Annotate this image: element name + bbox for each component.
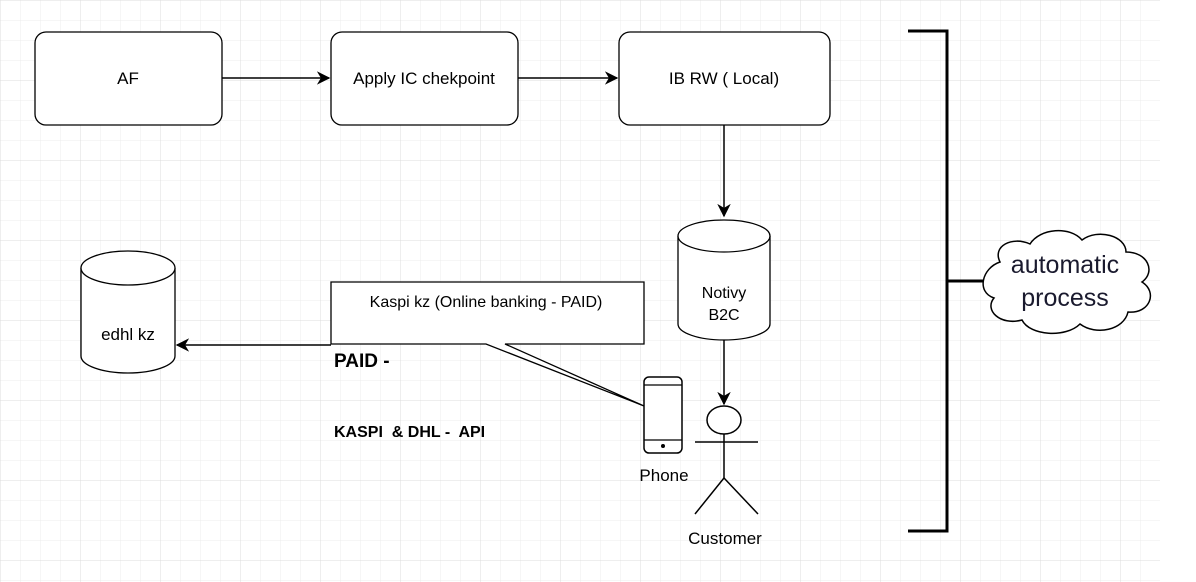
cloud-label-line1: automatic [1011, 251, 1119, 279]
notivy-label-line2: B2C [708, 307, 739, 324]
edhl-cylinder-body [80, 268, 176, 374]
node-edhl-kz[interactable]: edhl kz [80, 250, 176, 374]
automatic-process-cloud[interactable]: automatic process [982, 229, 1152, 335]
paid-label: PAID - [334, 351, 390, 372]
customer-left-leg [694, 477, 725, 515]
kaspi-callout-label: Kaspi kz (Online banking - PAID) [370, 294, 603, 311]
node-apply-ic[interactable]: Apply IC chekpoint [330, 31, 519, 126]
node-af[interactable]: AF [34, 31, 223, 126]
notivy-label-line1: Notivy [702, 285, 746, 302]
phone-body [643, 376, 683, 454]
customer-head [706, 405, 742, 435]
notivy-cylinder-top [677, 219, 771, 253]
kaspi-callout[interactable]: Kaspi kz (Online banking - PAID) [330, 281, 645, 407]
customer-right-leg [723, 477, 759, 515]
customer-label: Customer [688, 529, 762, 548]
node-apply-ic-label: Apply IC chekpoint [353, 69, 495, 88]
phone-home-button [661, 444, 665, 448]
kaspi-callout-shape [330, 281, 645, 407]
edhl-label: edhl kz [101, 325, 155, 344]
phone-icon[interactable] [643, 376, 683, 454]
cloud-label-line2: process [1021, 284, 1109, 312]
edhl-cylinder-top [80, 250, 176, 286]
kaspi-dhl-api-label: KASPI & DHL - API [334, 424, 485, 441]
phone-label: Phone [639, 466, 688, 485]
node-ib-rw-label: IB RW ( Local) [669, 69, 779, 88]
customer-actor-icon[interactable] [694, 405, 759, 515]
node-notivy-b2c[interactable]: Notivy B2C [677, 219, 771, 341]
node-ib-rw[interactable]: IB RW ( Local) [618, 31, 831, 126]
node-af-label: AF [117, 69, 139, 88]
cloud-shape [982, 229, 1152, 335]
